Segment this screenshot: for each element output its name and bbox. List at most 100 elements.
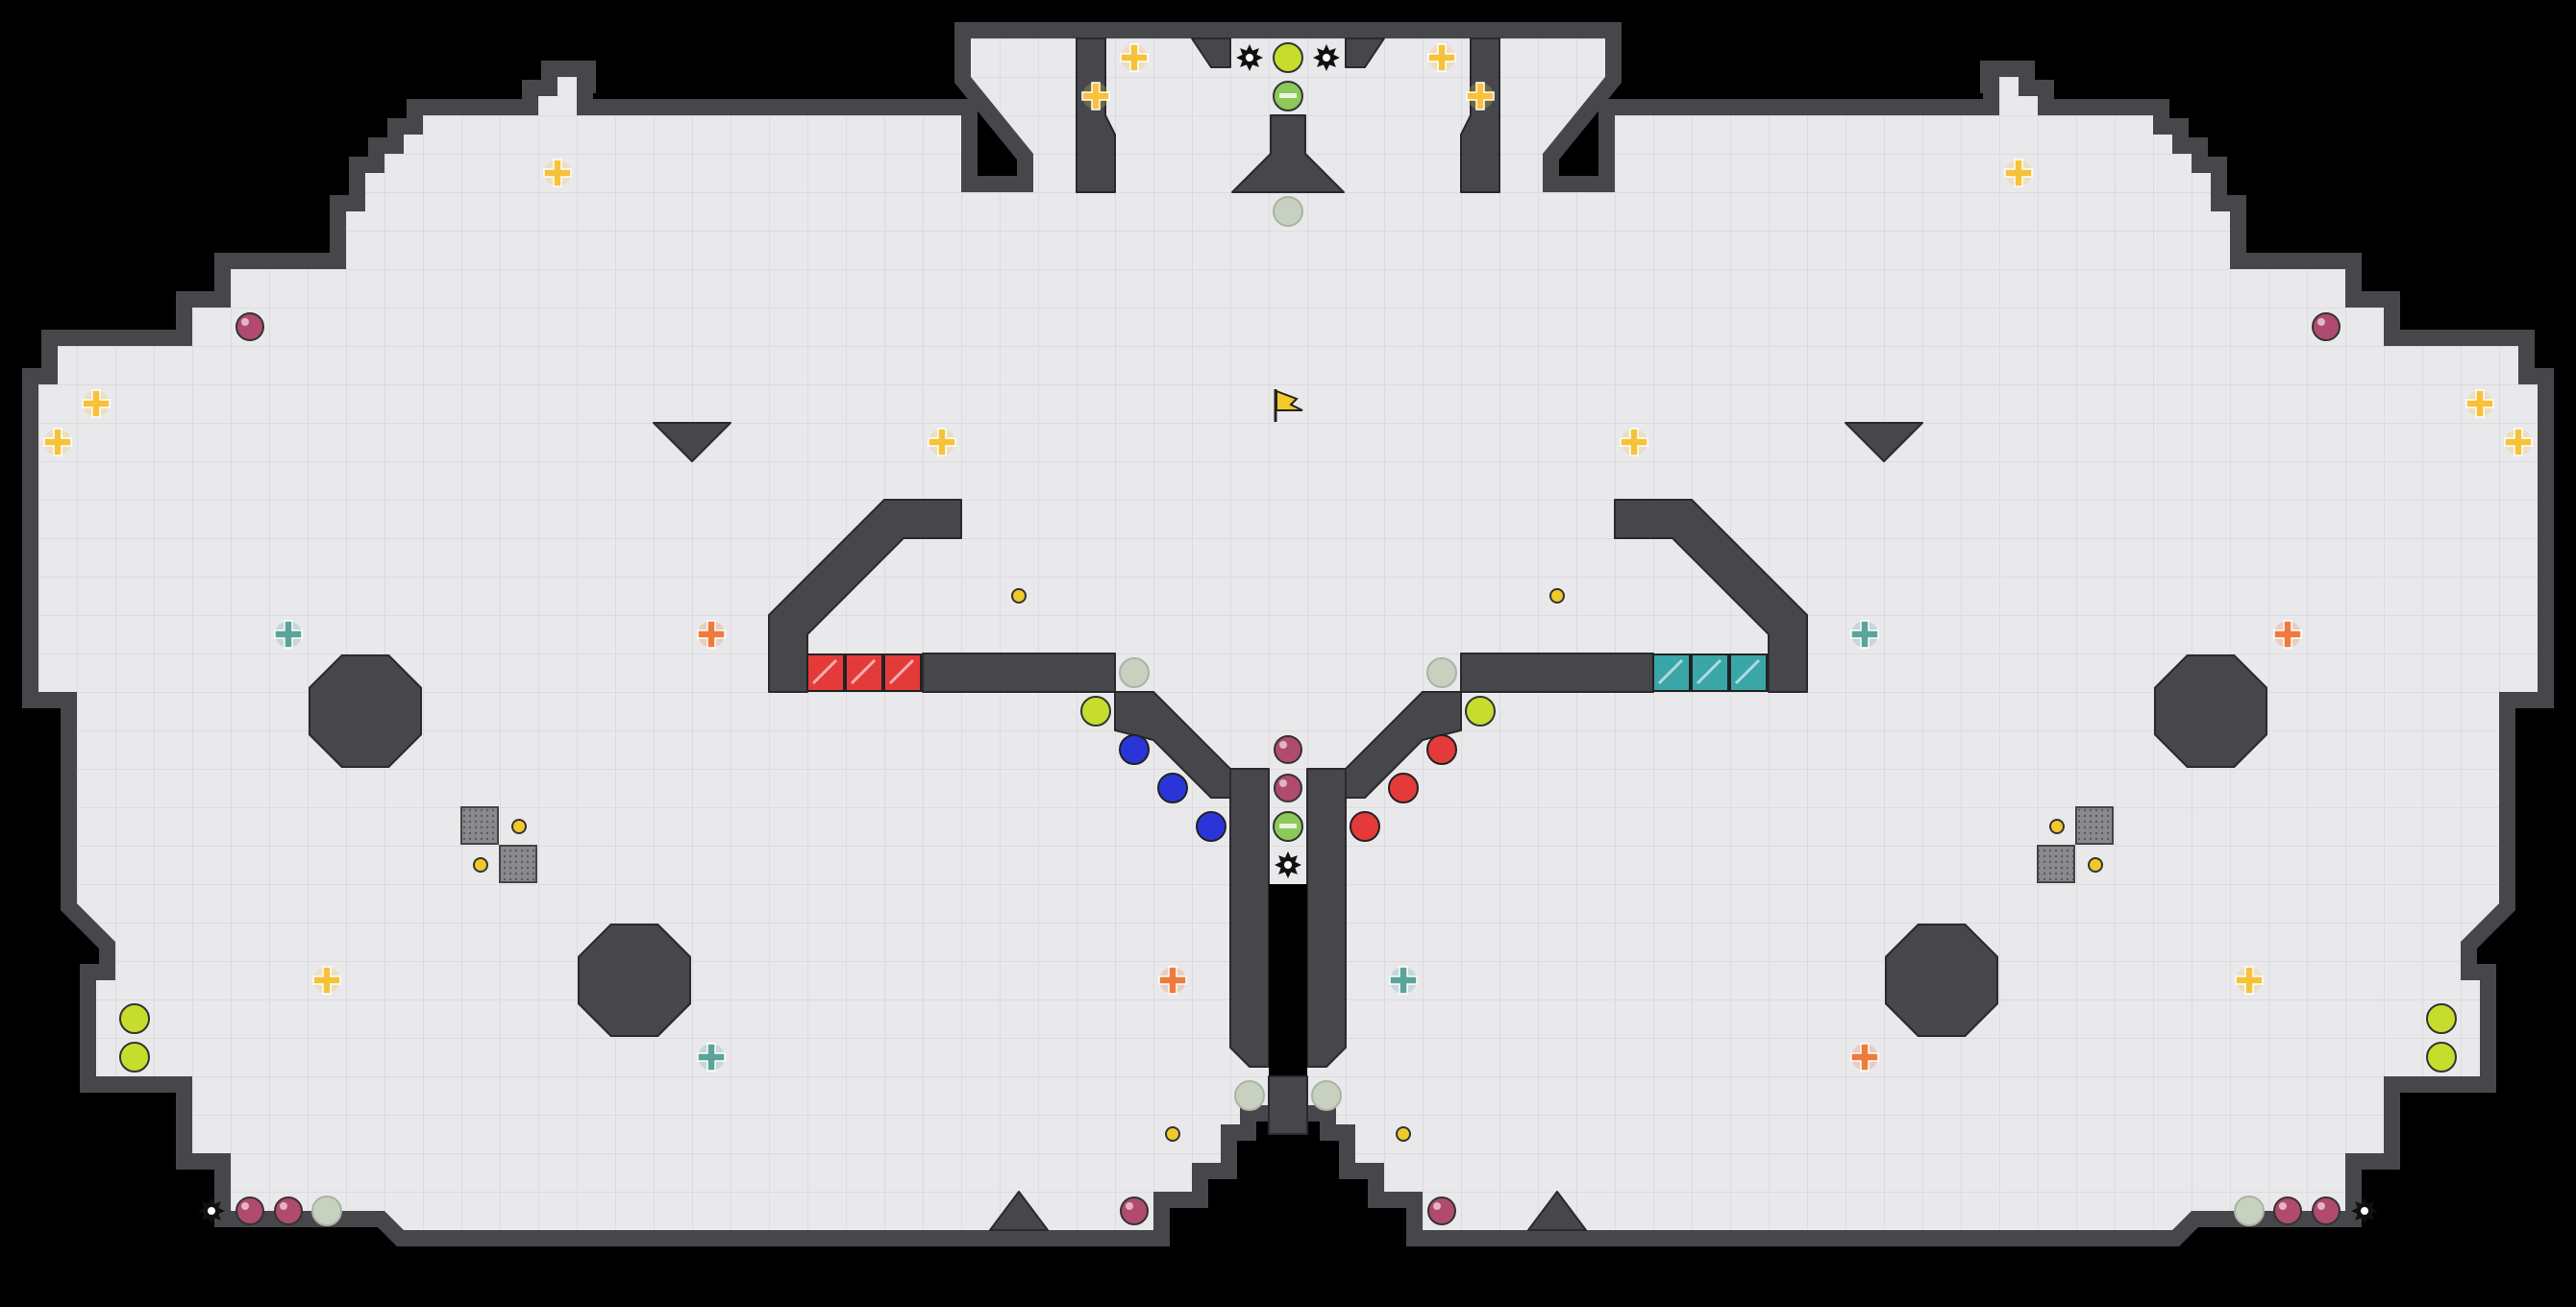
center-bottom-wall (1268, 1075, 1308, 1135)
blue-gate-icon (1691, 654, 1729, 692)
powerup-body (1465, 696, 1496, 727)
bomb-body (1274, 735, 1302, 764)
bomb-shine (2317, 318, 2325, 326)
left-base-upper-wall (768, 499, 962, 693)
boost-cross (697, 1043, 726, 1072)
left-upper-pillar (309, 654, 422, 768)
bomb-icon (1120, 1196, 1149, 1225)
boost-cross (1466, 82, 1495, 111)
bomb-body (235, 312, 264, 341)
button-icon (1119, 657, 1150, 688)
blue-gate-icon-shine (1696, 658, 1722, 685)
boost-cross (697, 620, 726, 649)
boost-icon (1850, 1043, 1879, 1072)
boost-icon (1466, 82, 1495, 111)
boost-cross (2235, 966, 2264, 995)
grey-block-icon (499, 845, 537, 883)
red-gate-icon-tile (806, 654, 845, 692)
red-ball-icon (1388, 773, 1419, 803)
boost-icon (1620, 428, 1648, 456)
bomb-body (274, 1196, 303, 1225)
boost-cross (1427, 43, 1456, 72)
bomb-icon (235, 1196, 264, 1225)
boost-cross (312, 966, 341, 995)
powerup-body (119, 1003, 150, 1034)
boost-cross (928, 428, 956, 456)
blue-gate-icon-shine (1657, 658, 1684, 685)
right-tri-wall (1845, 422, 1923, 462)
red-ball-icon (1426, 734, 1457, 765)
bomb-shine (2317, 1202, 2325, 1210)
blue-ball-icon (1157, 773, 1188, 803)
boost-icon (1158, 966, 1187, 995)
bomb-shine (280, 1202, 287, 1210)
boost-icon (274, 620, 303, 649)
red-gate-icon-shine (888, 658, 915, 685)
red-ball-icon (1350, 811, 1380, 842)
powerup-icon (2426, 1042, 2457, 1073)
powerup-icon (1273, 811, 1303, 842)
spike-center (1284, 861, 1292, 869)
bomb-body (1427, 1196, 1456, 1225)
bomb-shine (1433, 1202, 1441, 1210)
powerup-body (2426, 1003, 2457, 1034)
bomb-shine (1279, 741, 1287, 749)
right-base-shelf (1460, 653, 1654, 693)
blue-ball-icon (1119, 734, 1150, 765)
left-base-shelf (922, 653, 1116, 693)
boost-icon (43, 428, 72, 456)
right-upper-pillar (2154, 654, 2267, 768)
bottom-right-tri (1527, 1191, 1587, 1231)
bomb-body (235, 1196, 264, 1225)
grey-block-icon (2037, 845, 2075, 883)
spike-center (208, 1207, 215, 1215)
button-icon (2049, 819, 2065, 834)
powerup-band (1279, 93, 1297, 98)
boost-icon (2235, 966, 2264, 995)
yellow-flag-icon[interactable] (1274, 389, 1303, 422)
boost-cross (43, 428, 72, 456)
boost-icon (2504, 428, 2533, 456)
powerup-icon (1080, 696, 1111, 727)
button-icon (2234, 1196, 2265, 1226)
boost-cross (543, 159, 572, 187)
red-gate-icon-shine (811, 658, 838, 685)
bomb-shine (1279, 779, 1287, 787)
button-icon (511, 819, 527, 834)
powerup-icon (1465, 696, 1496, 727)
spike-icon (198, 1197, 225, 1224)
bomb-icon (2312, 312, 2341, 341)
spike-icon (1236, 44, 1263, 71)
bomb-shine (241, 318, 249, 326)
spike-center (1246, 54, 1253, 62)
boost-icon (928, 428, 956, 456)
button-icon (1396, 1126, 1411, 1142)
right-base-upper-wall (1614, 499, 1808, 693)
powerup-icon (119, 1003, 150, 1034)
bomb-body (1274, 774, 1302, 802)
flag-cloth (1276, 389, 1303, 411)
center-tube-right (1306, 768, 1347, 1068)
boost-cross (1850, 620, 1879, 649)
boost-icon (697, 1043, 726, 1072)
button-icon (1273, 196, 1303, 227)
powerup-icon (2426, 1003, 2457, 1034)
spike-center (2361, 1207, 2368, 1215)
bomb-shine (1126, 1202, 1133, 1210)
bomb-icon (1427, 1196, 1456, 1225)
boost-icon (1389, 966, 1418, 995)
boost-icon (1427, 43, 1456, 72)
boost-cross (2465, 389, 2494, 418)
boost-cross (1389, 966, 1418, 995)
bomb-icon (2273, 1196, 2302, 1225)
powerup-body (1080, 696, 1111, 727)
boost-icon (2273, 620, 2302, 649)
boost-icon (312, 966, 341, 995)
boost-cross (1620, 428, 1648, 456)
spike-center (1323, 54, 1330, 62)
red-gate-icon (883, 654, 922, 692)
boost-icon (1081, 82, 1110, 111)
red-gate-icon (806, 654, 845, 692)
